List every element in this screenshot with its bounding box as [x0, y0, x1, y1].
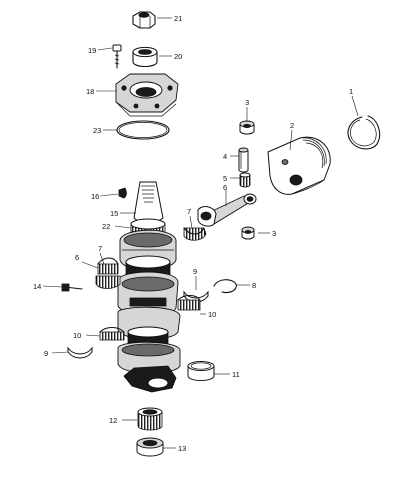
callout-11: 11 [232, 370, 240, 379]
callout-9-left: 9 [44, 349, 48, 358]
part-19-screw [112, 44, 122, 69]
callout-labels: 21 20 19 18 23 1 2 3 4 5 6 3 7 16 15 22 … [33, 14, 353, 453]
part-2-piston [267, 136, 331, 195]
part-6-bearing-cage-left [97, 257, 119, 275]
callout-3-top: 3 [245, 98, 249, 107]
callout-6-left: 6 [75, 253, 79, 262]
part-14-screw [61, 283, 83, 292]
part-12-needle-bearing [137, 407, 163, 431]
callout-15: 15 [110, 209, 118, 218]
callout-22: 22 [102, 222, 110, 231]
callout-16: 16 [91, 192, 99, 201]
callout-21: 21 [174, 14, 182, 23]
part-7-bearing-left [95, 275, 121, 289]
callout-1: 1 [349, 87, 353, 96]
callout-3-bottom: 3 [272, 229, 276, 238]
part-13-seal [136, 437, 164, 457]
part-20-seal [132, 46, 158, 68]
callout-18: 18 [86, 87, 94, 96]
part-15-crankshaft [117, 181, 181, 393]
callout-14: 14 [33, 282, 41, 291]
part-21-nut [132, 11, 156, 29]
part-3-retainer-bottom [241, 226, 255, 240]
part-9-bearing-left [67, 346, 93, 359]
callout-6-rod: 6 [223, 183, 227, 192]
callout-13: 13 [178, 444, 186, 453]
callout-5: 5 [223, 174, 227, 183]
callout-20: 20 [174, 52, 182, 61]
callout-4: 4 [223, 152, 227, 161]
part-8-retaining-ring [213, 279, 237, 294]
part-5-needle-bearing [239, 172, 251, 188]
part-16-key [118, 187, 127, 199]
part-18-bearing-housing [115, 73, 179, 117]
callout-8: 8 [252, 281, 256, 290]
part-23-o-ring [116, 120, 170, 140]
callout-19: 19 [88, 46, 96, 55]
callout-2: 2 [290, 121, 294, 130]
part-1-piston-ring [347, 115, 381, 150]
part-6-connecting-rod [197, 193, 257, 227]
part-4-piston-pin [238, 147, 249, 173]
part-11-ring [187, 361, 215, 381]
part-3-retainer-top [239, 120, 255, 135]
part-10-bearing-right [177, 294, 201, 311]
callout-23: 23 [93, 126, 101, 135]
callout-12: 12 [109, 416, 117, 425]
callout-7-right: 7 [187, 207, 191, 216]
callout-10-left: 10 [73, 331, 81, 340]
part-10-bearing-left [99, 326, 125, 341]
leader-lines [42, 17, 359, 449]
callout-9-right: 9 [193, 267, 197, 276]
callout-10-right: 10 [208, 310, 216, 319]
part-7-bearing-right [183, 227, 207, 241]
callout-7-left: 7 [98, 244, 102, 253]
